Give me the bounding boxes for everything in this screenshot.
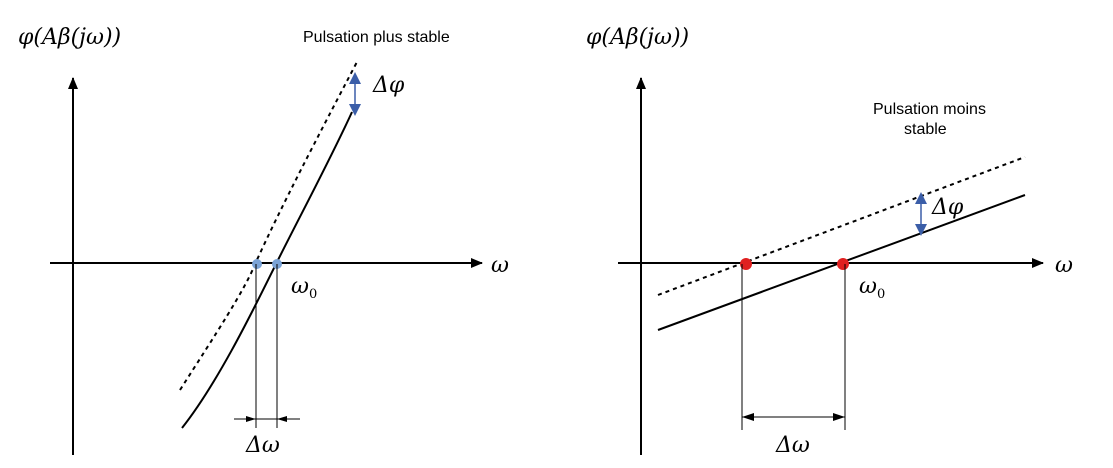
left-solid-curve <box>181 111 353 429</box>
right-solid-crossing-point <box>837 258 849 270</box>
right-delta-phi-arrow <box>915 192 927 236</box>
left-delta-omega-label: Δω <box>245 433 280 458</box>
right-caption-line1: Pulsation moins <box>873 101 986 118</box>
left-delta-phi-label: Δφ <box>372 73 405 98</box>
left-omega0-label: ω0 <box>291 274 317 302</box>
left-caption: Pulsation plus stable <box>303 29 450 46</box>
left-dashed-curve <box>179 59 359 391</box>
left-dashed-crossing-point <box>252 259 262 269</box>
left-delta-omega-dimension <box>234 416 300 422</box>
right-delta-phi-label: Δφ <box>931 195 964 220</box>
right-panel: φ(Aβ(jω)) ω Pulsation moins stable Δφ ω0 <box>586 25 1073 458</box>
right-dashed-line <box>657 156 1026 296</box>
right-omega0-label: ω0 <box>859 274 885 302</box>
left-y-axis-label: φ(Aβ(jω)) <box>18 25 121 50</box>
left-panel: φ(Aβ(jω)) ω Pulsation plus stable Δφ ω0 … <box>18 25 509 458</box>
left-x-axis-label: ω <box>491 253 509 278</box>
right-caption-line2: stable <box>904 121 947 138</box>
right-y-axis-label: φ(Aβ(jω)) <box>586 25 689 50</box>
left-delta-phi-arrow <box>349 72 361 116</box>
right-x-axis-label: ω <box>1055 253 1073 278</box>
right-delta-omega-label: Δω <box>775 433 810 458</box>
right-delta-omega-dimension <box>742 413 845 421</box>
right-dashed-crossing-point <box>740 258 752 270</box>
